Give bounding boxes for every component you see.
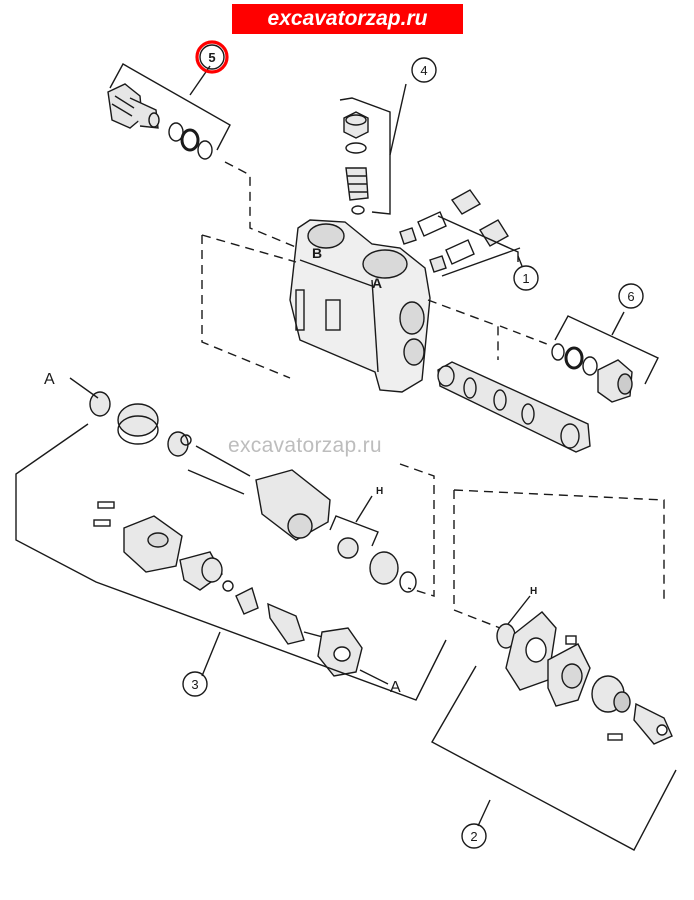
group-4-bracket xyxy=(339,83,407,215)
group-5-bracket xyxy=(109,63,299,249)
callout-1-circle xyxy=(513,265,539,291)
group-3-frame xyxy=(15,377,447,701)
group-4-parts xyxy=(343,111,369,215)
label-h-left: H xyxy=(376,486,383,497)
h-bracket-left xyxy=(329,495,379,547)
label-b-body: B xyxy=(312,245,322,261)
label-a-body: A xyxy=(372,275,382,291)
callout-6-circle xyxy=(618,283,644,309)
callout-5-highlight xyxy=(195,40,229,74)
group-5-seals xyxy=(168,122,213,160)
group-3-parts xyxy=(89,391,417,677)
spool xyxy=(437,361,591,453)
group-1-bracket xyxy=(437,215,523,277)
body-envelope xyxy=(201,234,499,379)
label-a-bottom: A xyxy=(390,679,401,696)
callout-5[interactable]: 5 xyxy=(208,50,215,65)
group-6-bracket xyxy=(499,311,659,385)
group-2-parts xyxy=(496,611,673,745)
callout-3[interactable]: 3 xyxy=(191,677,198,692)
callout-2-circle xyxy=(461,823,487,849)
callout-4[interactable]: 4 xyxy=(420,63,427,78)
group-2-frame xyxy=(431,489,677,851)
callout-3-circle xyxy=(182,671,208,697)
callout-2[interactable]: 2 xyxy=(470,829,477,844)
callout-4-circle xyxy=(411,57,437,83)
watermark: excavatorzap.ru xyxy=(228,434,382,457)
h-bracket-right xyxy=(507,595,531,625)
site-banner[interactable]: excavatorzap.ru xyxy=(232,4,463,34)
valve-body xyxy=(289,219,431,393)
label-h-right: H xyxy=(530,586,537,597)
group-6-parts xyxy=(551,343,633,403)
relief-valve-cartridge xyxy=(107,83,160,129)
label-a-top: A xyxy=(44,371,55,388)
callout-5-circle xyxy=(199,44,225,70)
callout-6[interactable]: 6 xyxy=(627,289,634,304)
group-1-parts xyxy=(399,189,509,273)
callout-1[interactable]: 1 xyxy=(522,271,529,286)
